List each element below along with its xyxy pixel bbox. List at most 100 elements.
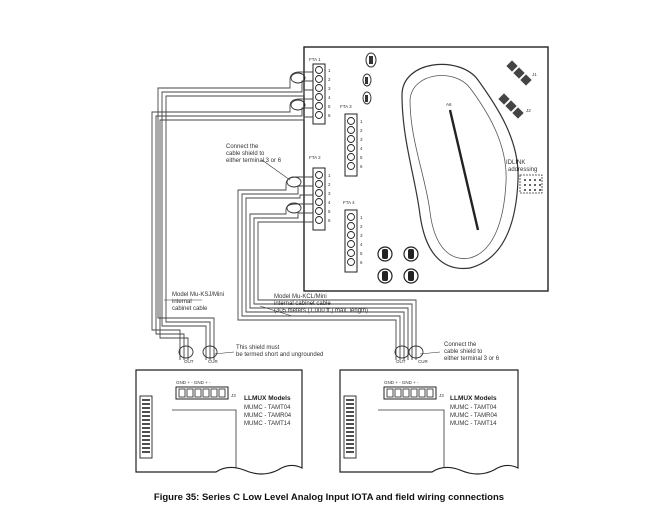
module-model: MUMC - TAMT04 (244, 405, 291, 411)
twisted-pair-loops-fta1 (290, 72, 306, 111)
clamp-slot (448, 109, 480, 231)
standoff-slot (365, 95, 368, 102)
standoff-slot (369, 56, 373, 64)
cable-fta1-to-left-module (151, 71, 313, 290)
module-title: LLMUX Models (244, 395, 291, 402)
clamp-inner (409, 75, 507, 259)
svg-text:6: 6 (328, 113, 331, 118)
svg-text:cabinet cable: cabinet cable (172, 306, 208, 312)
module-title: LLMUX Models (450, 395, 497, 402)
svg-text:1: 1 (360, 215, 363, 220)
svg-text:5: 5 (328, 104, 331, 109)
cable-drops-left (151, 290, 215, 360)
standoff-slot (365, 77, 368, 84)
note-left-cable: Model Mu-KSJ/Mini internal cabinet cable (172, 292, 224, 312)
mount-screws (377, 246, 419, 284)
label-fta4: FTA 4 (343, 200, 355, 205)
svg-text:Model Mu-KCL/Mini: Model Mu-KCL/Mini (274, 294, 327, 300)
svg-text:OUT: OUT (396, 359, 406, 364)
standoff-hole (362, 91, 372, 105)
terminal-block-fta2: FTA 2 1 2 3 4 5 6 (309, 155, 331, 231)
llmux-module-right: OUT CUR GND + - GND + - J3 LLMUX Models … (339, 359, 519, 475)
idlink-addressing: IDLINK addressing (506, 160, 543, 194)
svg-text:either terminal 3 or 6: either terminal 3 or 6 (226, 158, 282, 164)
label-fta1: FTA 1 (309, 57, 321, 62)
twisted-pair-loops-fta2 (286, 176, 302, 214)
standoff-hole (365, 52, 377, 68)
label-fta3: FTA 3 (340, 104, 352, 109)
svg-text:3: 3 (360, 137, 363, 142)
svg-text:6: 6 (328, 218, 331, 223)
terminal-header: GND + - GND + - (384, 380, 419, 385)
module-model: MUMC - TAMT14 (244, 421, 291, 427)
svg-text:internal cabinet cable: internal cabinet cable (274, 301, 331, 307)
module-model: MUMC - TAMR04 (450, 413, 498, 419)
shield-loops-left (178, 345, 218, 359)
svg-text:3: 3 (328, 86, 331, 91)
label-j1: J1 (532, 72, 537, 77)
svg-text:CUR: CUR (418, 359, 428, 364)
module-inner-step (378, 409, 445, 468)
svg-text:5: 5 (360, 155, 363, 160)
figure-caption: Figure 35: Series C Low Level Analog Inp… (153, 492, 505, 503)
svg-text:OUT: OUT (184, 359, 194, 364)
svg-text:1: 1 (328, 173, 331, 178)
svg-text:6: 6 (360, 164, 363, 169)
svg-text:5: 5 (360, 251, 363, 256)
svg-text:4: 4 (360, 242, 363, 247)
note-mid-cable: Model Mu-KCL/Mini internal cabinet cable… (274, 294, 368, 314)
svg-text:internal: internal (172, 299, 192, 305)
svg-text:be termed short and ungrounded: be termed short and ungrounded (236, 352, 323, 358)
svg-text:4: 4 (328, 200, 331, 205)
clamp-outline (401, 63, 519, 270)
svg-text:1: 1 (328, 68, 331, 73)
note-shield-unused: This shield must be termed short and ung… (236, 345, 323, 358)
module-model: MUMC - TAMT04 (450, 405, 497, 411)
label-j2: J2 (526, 108, 531, 113)
svg-text:CUR: CUR (208, 359, 218, 364)
module-model: MUMC - TAMR04 (244, 413, 292, 419)
label-a6: A6 (446, 102, 452, 107)
module-model: MUMC - TAMT14 (450, 421, 497, 427)
svg-text:2: 2 (328, 182, 331, 187)
svg-text:5: 5 (328, 209, 331, 214)
svg-text:4: 4 (328, 95, 331, 100)
edge-connector-pins (346, 399, 354, 453)
svg-text:3: 3 (360, 233, 363, 238)
svg-text:cable shield to: cable shield to (226, 151, 265, 157)
llmux-module-left: OUT CUR GND + - GND + - J3 LLMUX Models … (135, 359, 303, 475)
note-shield-right: Connect the cable shield to either termi… (444, 342, 500, 362)
svg-text:Connect the: Connect the (444, 342, 477, 348)
module-terminal-screws (178, 388, 226, 398)
standoff-hole (362, 73, 372, 87)
terminal-block-fta1: FTA 1 1 2 3 4 5 6 (309, 57, 331, 125)
svg-text:Connect the: Connect the (226, 144, 259, 150)
label-fta2: FTA 2 (309, 155, 321, 160)
iota-board: A6 J1 J2 IDLINK addressing (303, 46, 549, 292)
svg-text:2: 2 (360, 224, 363, 229)
svg-text:2: 2 (360, 128, 363, 133)
terminal-block-fta3: FTA 3 1 2 3 4 5 6 (340, 104, 363, 177)
note-shield-top: Connect the cable shield to either termi… (226, 144, 282, 164)
svg-text:4: 4 (360, 146, 363, 151)
terminal-block-fta4: FTA 4 1 2 3 4 5 6 (343, 200, 363, 273)
svg-text:either terminal 3 or 6: either terminal 3 or 6 (444, 356, 500, 362)
edge-connector-pins (142, 399, 150, 453)
svg-text:Model Mu-KSJ/Mini: Model Mu-KSJ/Mini (172, 292, 224, 298)
svg-text:1: 1 (360, 119, 363, 124)
shield-loops-right (394, 345, 424, 359)
svg-text:J3: J3 (439, 393, 444, 398)
svg-text:J3: J3 (231, 393, 236, 398)
idlink-label-1: IDLINK (506, 160, 525, 166)
svg-text:This shield must: This shield must (236, 345, 280, 351)
svg-text:cable shield to: cable shield to (444, 349, 483, 355)
svg-text:2: 2 (328, 77, 331, 82)
idlink-label-2: addressing (508, 167, 537, 173)
terminal-header: GND + - GND + - (176, 380, 211, 385)
svg-text:6: 6 (360, 260, 363, 265)
svg-text:3: 3 (328, 191, 331, 196)
module-terminal-screws (386, 388, 434, 398)
svg-text:(305 meters (1,000 ft.) max. l: (305 meters (1,000 ft.) max. length) (274, 308, 368, 314)
note-leaders (164, 159, 441, 355)
